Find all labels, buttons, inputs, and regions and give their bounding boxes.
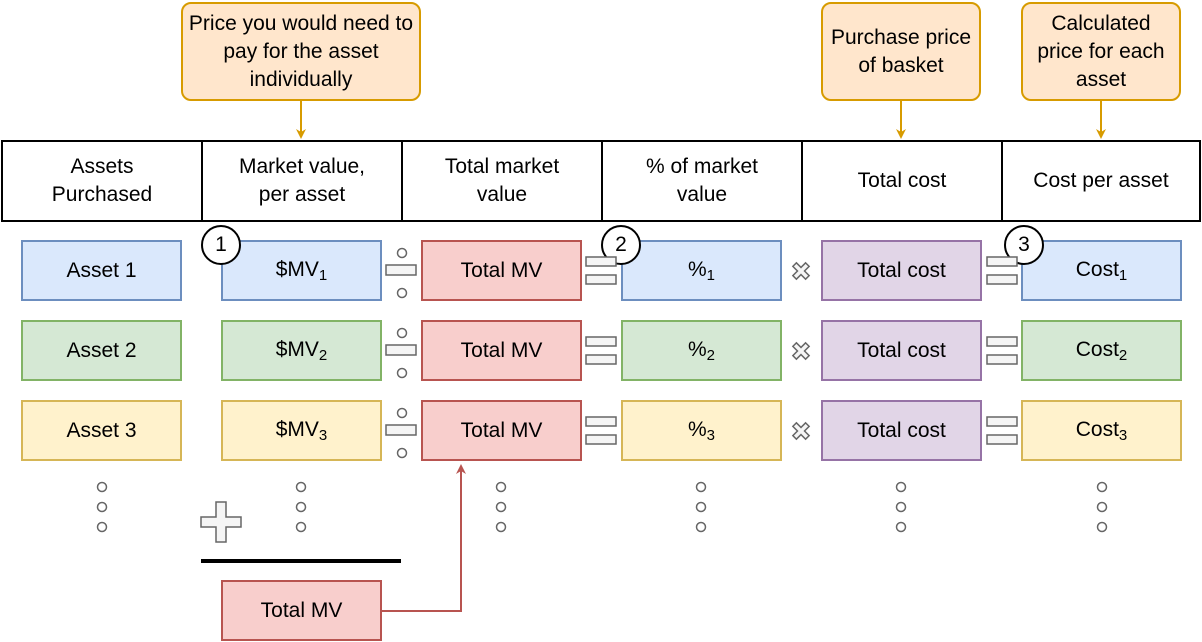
vertical-ellipsis-icon [96,481,108,533]
total-cost-cell: Total cost [821,320,982,381]
equals-icon [585,416,617,445]
market-value-cell: $MV2 [221,320,382,381]
vertical-ellipsis-icon [1096,481,1108,533]
sum-total-mv-cell: Total MV [221,580,382,641]
percent-cell: %2 [621,320,782,381]
equals-icon [986,256,1018,285]
step-number-1: 1 [201,225,241,265]
equals-icon [986,336,1018,365]
total-mv-cell: Total MV [421,320,582,381]
total-cost-cell: Total cost [821,400,982,461]
total-mv-cell: Total MV [421,240,582,301]
header-total-market-value: Total market value [401,140,603,222]
header-market-value: Market value, per asset [201,140,403,222]
vertical-ellipsis-icon [295,481,307,533]
market-value-cell: $MV3 [221,400,382,461]
percent-cell: %3 [621,400,782,461]
asset-cell: Asset 3 [21,400,182,461]
header-total-cost: Total cost [801,140,1003,222]
header-assets-purchased: Assets Purchased [1,140,203,222]
cost-cell: Cost3 [1021,400,1182,461]
cost-cell: Cost2 [1021,320,1182,381]
total-mv-cell: Total MV [421,400,582,461]
divide-icon [385,327,417,379]
divide-icon [385,407,417,459]
equals-icon [585,336,617,365]
multiply-icon [791,421,811,441]
market-value-cell: $MV1 [221,240,382,301]
plus-icon [200,501,242,543]
sum-arrow [382,464,466,612]
vertical-ellipsis-icon [895,481,907,533]
vertical-ellipsis-icon [495,481,507,533]
total-cost-cell: Total cost [821,240,982,301]
callout-market-value: Price you would need to pay for the asse… [181,2,421,101]
header-percent-market-value: % of market value [601,140,803,222]
multiply-icon [791,261,811,281]
callout-calculated-price: Calculated price for each asset [1021,2,1181,101]
header-cost-per-asset: Cost per asset [1001,140,1201,222]
vertical-ellipsis-icon [695,481,707,533]
asset-cell: Asset 1 [21,240,182,301]
percent-cell: %1 [621,240,782,301]
cost-cell: Cost1 [1021,240,1182,301]
step-number-3: 3 [1004,225,1044,265]
equals-icon [585,256,617,285]
asset-cell: Asset 2 [21,320,182,381]
multiply-icon [791,341,811,361]
callout-purchase-price: Purchase price of basket [821,2,981,101]
divide-icon [385,247,417,299]
equals-icon [986,416,1018,445]
